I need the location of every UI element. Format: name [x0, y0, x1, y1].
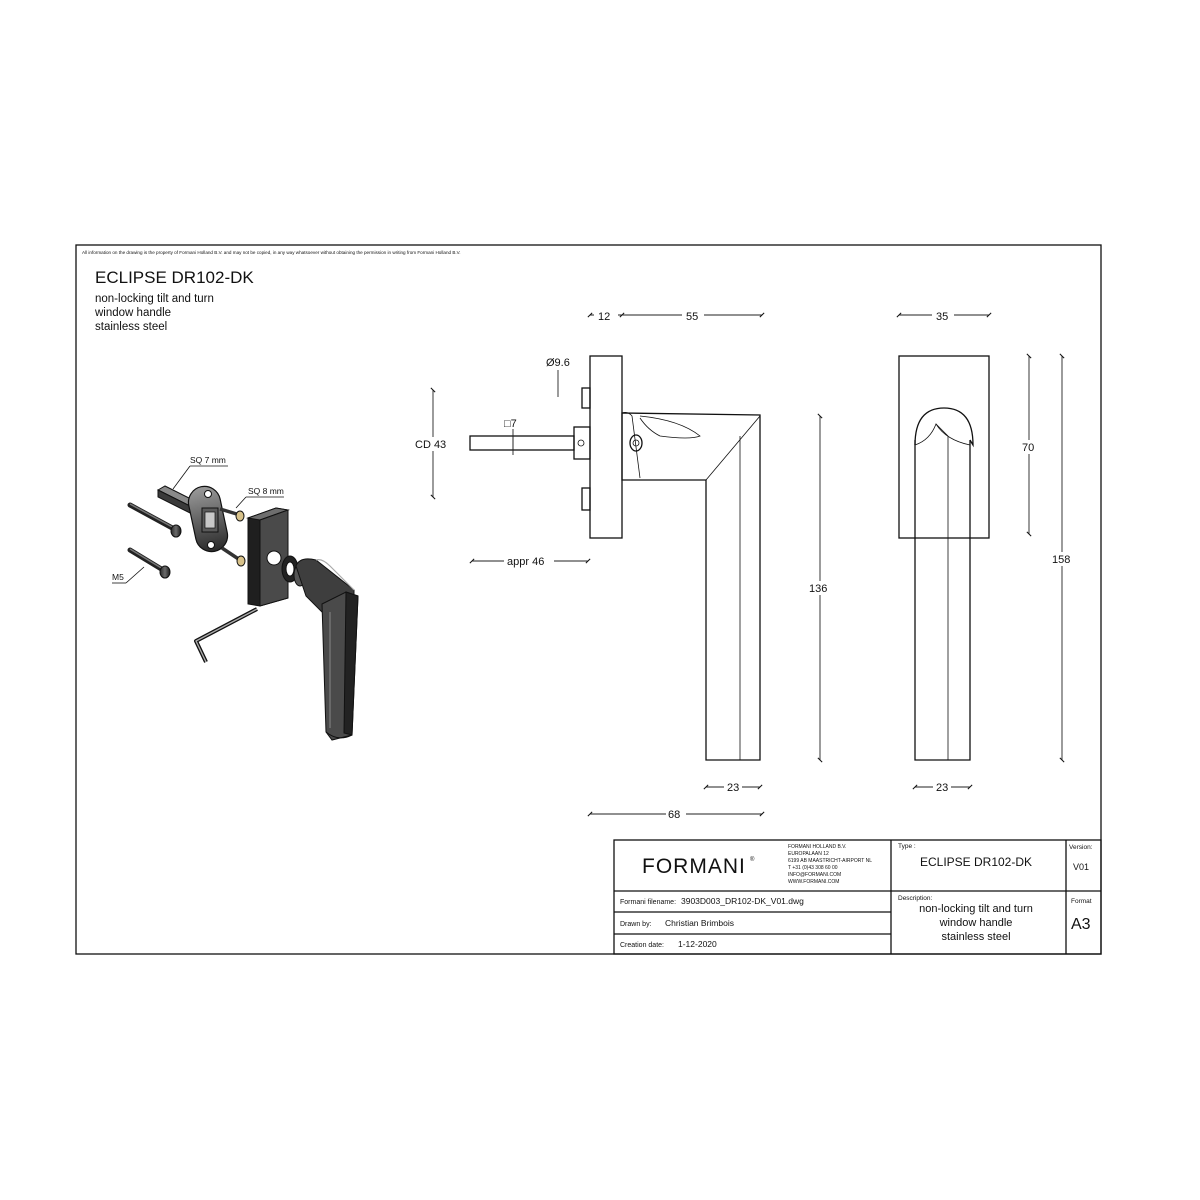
type-value: ECLIPSE DR102-DK	[920, 855, 1032, 869]
format-label: Format	[1071, 898, 1092, 905]
creation-date-label: Creation date:	[620, 942, 664, 949]
svg-text:®: ®	[750, 856, 755, 863]
screw-sq8-lower	[221, 546, 246, 567]
dim-12: 12	[598, 311, 610, 323]
header-description-line-2: window handle	[94, 307, 171, 319]
dim-appr46: appr 46	[507, 556, 544, 568]
title-block: FORMANI ® FORMANI HOLLAND B.V. EUROPALAA…	[613, 839, 1102, 955]
handle-3d	[295, 558, 359, 741]
version-label: Version:	[1069, 844, 1093, 851]
company-line-2: EUROPALAAN 12	[788, 851, 829, 857]
front-view: 35 70 158 23	[896, 308, 1076, 794]
dim-35: 35	[936, 311, 948, 323]
company-line-4: T +31 (0)43 308 60 00	[788, 865, 838, 871]
filename-label: Formani filename:	[620, 899, 676, 906]
dim-136: 136	[809, 583, 827, 595]
dim-square: □7	[504, 418, 517, 430]
dim-diameter: Ø9.6	[546, 357, 570, 369]
format-value: A3	[1071, 916, 1091, 933]
company-line-5: INFO@FORMANI.COM	[788, 872, 841, 878]
dim-158: 158	[1052, 554, 1070, 566]
copyright-notice: All information on the drawing is the pr…	[82, 250, 461, 255]
drawn-by-value: Christian Brimbois	[665, 918, 734, 928]
dim-23-side: 23	[727, 782, 739, 794]
dim-68: 68	[668, 809, 680, 821]
dim-23-front: 23	[936, 782, 948, 794]
description-line-1: non-locking tilt and turn	[919, 903, 1033, 915]
filename-value: 3903D003_DR102-DK_V01.dwg	[681, 896, 804, 906]
drawing-title: ECLIPSE DR102-DK	[95, 268, 254, 287]
dim-cd43: CD 43	[415, 439, 446, 451]
description-label: Description:	[898, 895, 933, 902]
side-plate	[589, 355, 623, 539]
front-plate	[898, 355, 990, 539]
drawing-frame	[75, 244, 1102, 955]
label-m5: M5	[112, 572, 124, 582]
label-sq8: SQ 8 mm	[248, 486, 284, 496]
description-line-2: window handle	[939, 917, 1013, 929]
side-spindle	[469, 435, 575, 451]
base-plate	[187, 485, 229, 553]
side-view: 12 55 Ø9.6 □7 CD 43 appr 46 136 23 68	[414, 308, 832, 821]
company-line-3: 6199 AB MAASTRICHT-AIRPORT NL	[788, 858, 872, 864]
header-description-line-3: stainless steel	[95, 321, 167, 333]
drawn-by-label: Drawn by:	[620, 921, 652, 928]
header-description-line-1: non-locking tilt and turn	[95, 293, 214, 305]
dim-55: 55	[686, 311, 698, 323]
screw-m5-upper	[127, 502, 182, 538]
company-line-6: WWW.FORMANI.COM	[788, 879, 839, 885]
creation-date-value: 1-12-2020	[678, 939, 717, 949]
exploded-view: SQ 7 mm SQ 8 mm M5	[112, 455, 359, 741]
type-label: Type :	[898, 843, 916, 850]
screw-sq8-upper	[219, 507, 245, 522]
description-line-3: stainless steel	[941, 931, 1010, 943]
dim-70: 70	[1022, 442, 1034, 454]
screw-m5-lower	[127, 547, 171, 579]
version-value: V01	[1073, 862, 1089, 872]
formani-logo: FORMANI	[642, 855, 746, 878]
company-line-1: FORMANI HOLLAND B.V.	[788, 844, 846, 850]
label-sq7: SQ 7 mm	[190, 455, 226, 465]
cover-rose	[246, 507, 290, 607]
allen-key	[194, 607, 258, 663]
